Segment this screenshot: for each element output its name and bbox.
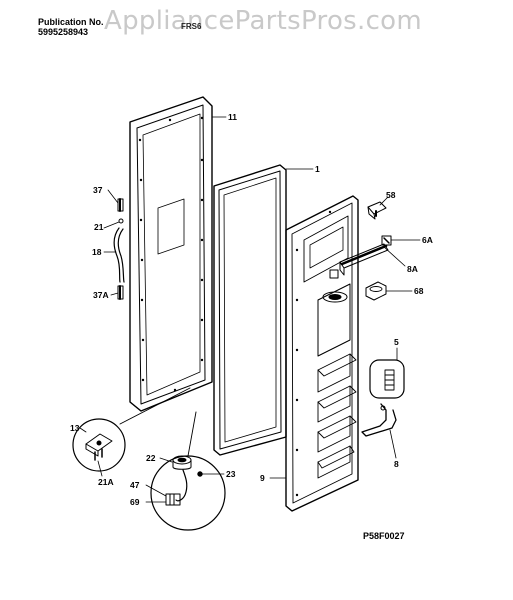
leader-lines	[79, 116, 421, 503]
callout-8a: 8A	[407, 264, 418, 274]
callout-6a: 6A	[422, 235, 433, 245]
detail-circle-left	[72, 387, 191, 472]
part-37a	[117, 285, 124, 300]
callout-18: 18	[92, 247, 102, 257]
part-6	[329, 269, 339, 279]
callout-5: 5	[394, 337, 399, 347]
callout-21a: 21A	[98, 477, 114, 487]
callout-58: 58	[386, 190, 396, 200]
callout-37: 37	[93, 185, 103, 195]
callout-37a: 37A	[93, 290, 109, 300]
part-68	[365, 281, 387, 301]
callout-13: 13	[70, 423, 80, 433]
callout-9: 9	[260, 473, 265, 483]
part-8a	[339, 243, 389, 276]
door-gasket	[213, 164, 287, 456]
publication-label: Publication No.	[38, 17, 104, 27]
callout-47: 47	[130, 480, 140, 490]
watermark: AppliancePartsPros.com	[104, 6, 423, 36]
callout-69: 69	[130, 497, 140, 507]
diagram-code: P58F0027	[363, 531, 405, 541]
part-58	[367, 201, 387, 220]
inner-door-liner	[285, 195, 359, 512]
publication-number: 5995258943	[38, 27, 89, 37]
callout-68: 68	[414, 286, 424, 296]
callout-11: 11	[228, 112, 237, 122]
part-8	[361, 403, 397, 437]
model-code: FRS6	[181, 22, 202, 31]
outer-door-panel	[129, 96, 213, 412]
callout-22: 22	[146, 453, 156, 463]
part-6a	[381, 235, 392, 246]
part-21	[118, 218, 124, 224]
callout-1: 1	[315, 164, 320, 174]
callout-21: 21	[94, 222, 104, 232]
callout-8: 8	[394, 459, 399, 469]
part-37	[117, 198, 124, 212]
detail-circle-bottom	[150, 411, 226, 531]
callout-labels: 11 1 37 21 18 37A 58 6A 8A 68 5 8 9 13 2…	[70, 112, 433, 507]
part-5	[369, 359, 405, 399]
part-18	[113, 227, 125, 283]
callout-23: 23	[226, 469, 236, 479]
